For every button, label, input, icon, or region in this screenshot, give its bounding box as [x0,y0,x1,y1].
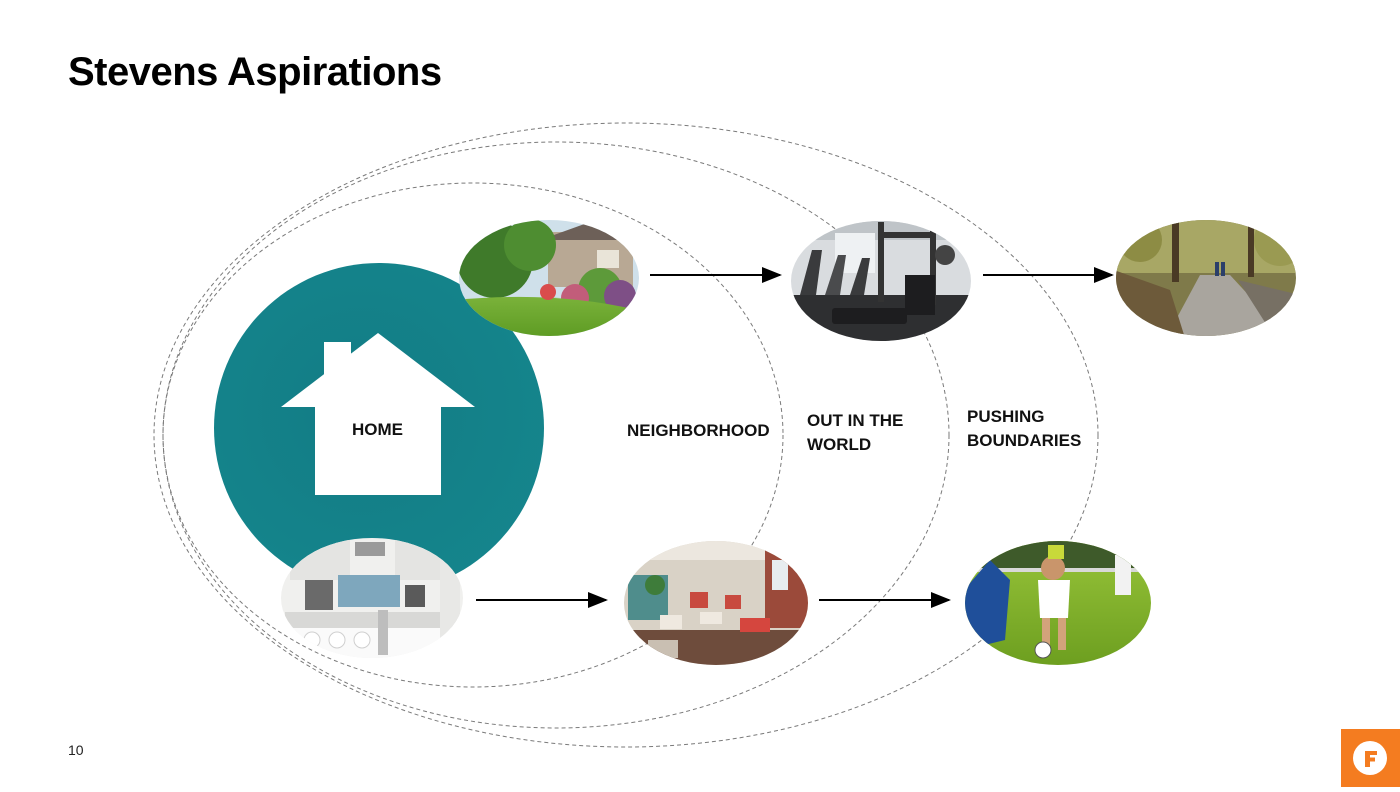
page-number: 10 [68,742,84,758]
gym-photo [791,221,971,341]
neighborhood-boundary [162,182,784,688]
house-icon [281,333,475,495]
page-title: Stevens Aspirations [68,50,442,94]
pushing-boundaries-label: PUSHING BOUNDARIES [967,405,1081,453]
out-in-world-label: OUT IN THE WORLD [807,409,903,457]
trail-photo [1116,220,1296,336]
kitchen-photo [281,538,463,658]
out-in-world-line2: WORLD [807,435,872,454]
out-in-world-boundary [162,141,950,729]
home-label: HOME [352,420,403,439]
pushing-boundaries-boundary [153,122,1099,748]
pushing-boundaries-line1: PUSHING [967,407,1045,426]
soccer-photo [965,541,1151,665]
pushing-boundaries-line2: BOUNDARIES [967,431,1082,450]
out-in-world-line1: OUT IN THE [807,411,904,430]
restaurant-photo [624,541,808,665]
neighborhood-label: NEIGHBORHOOD [627,421,770,440]
brand-logo-icon [1353,741,1387,775]
brand-logo [1341,729,1400,787]
